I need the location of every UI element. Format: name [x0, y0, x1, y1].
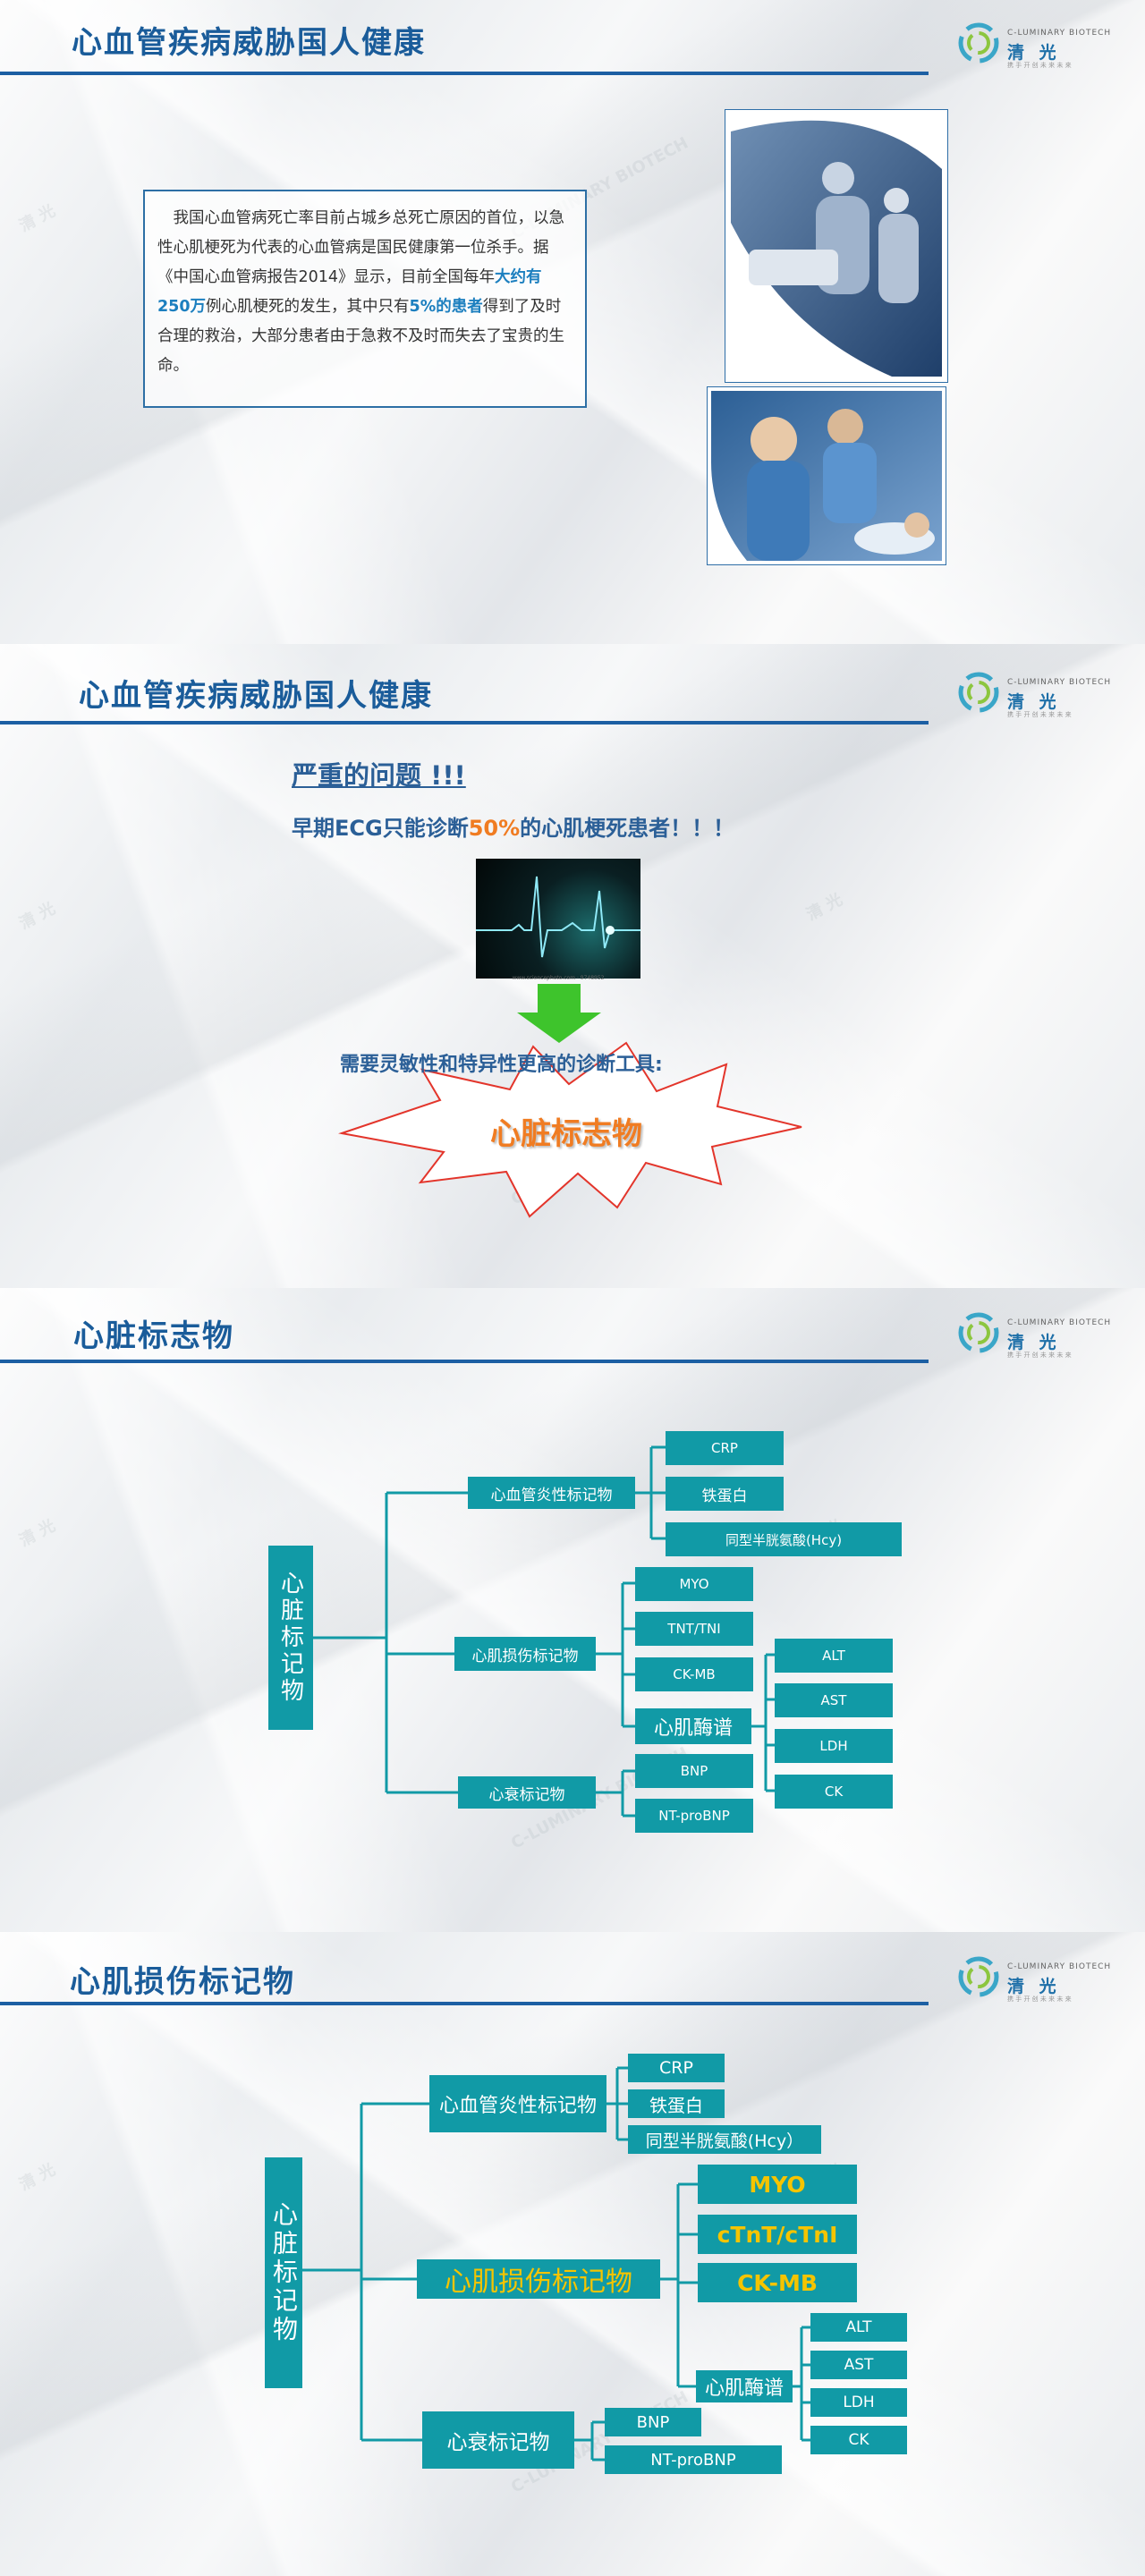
root-node: 心脏标记物: [265, 2157, 302, 2388]
logo-tagline: 携 手 开 创 未 来 未 来: [1007, 1352, 1072, 1359]
logo-brand: C-LUMINARY BIOTECH: [1007, 29, 1112, 38]
title-rule: [0, 1360, 929, 1363]
node-inflammatory: 心血管炎性标记物: [429, 2075, 606, 2132]
node-ntprobnp: NT-proBNP: [605, 2445, 782, 2474]
watermark: 清 光: [16, 201, 59, 236]
title-rule: [0, 721, 929, 724]
logo-tagline: 携 手 开 创 未 来 未 来: [1007, 1996, 1072, 2003]
slide-2: 清 光 清 光 C-LUMINARY BIOTECH 心血管疾病威胁国人健康 C…: [0, 644, 1145, 1288]
logo-cn: 清 光: [1007, 1977, 1061, 1996]
node-ckmb: CK-MB: [635, 1657, 753, 1691]
company-logo: C-LUMINARY BIOTECH 清 光 携 手 开 创 未 来 未 来: [957, 1311, 1136, 1365]
node-myo: MYO: [635, 1567, 753, 1601]
cardiac-marker-burst-label: 心脏标志物: [490, 1116, 642, 1152]
photo-doctor-patient: [707, 386, 946, 565]
logo-cn: 清 光: [1007, 1333, 1061, 1352]
logo-swirl-icon: [958, 22, 999, 64]
logo-cn: 清 光: [1007, 43, 1061, 63]
headline-serious-problem: 严重的问题 !!!: [292, 760, 466, 791]
starburst-shape: [338, 1041, 802, 1218]
page-title: 心肌损伤标记物: [70, 1964, 295, 2000]
highlight-250w: 大约有250万: [157, 268, 542, 316]
node-enzyme-profile: 心肌酶谱: [696, 2370, 793, 2402]
node-ferritin: 铁蛋白: [628, 2089, 725, 2118]
node-heart-failure: 心衰标记物: [422, 2411, 574, 2469]
slide-3: 清 光 清 光 C-LUMINARY BIOTECH 心脏标志物 C-LUMIN…: [0, 1288, 1145, 1932]
logo-swirl-icon: [958, 672, 999, 713]
node-myocardial-injury: 心肌损伤标记物: [454, 1637, 596, 1671]
node-hcy: 同型半胱氨酸(Hcy）: [628, 2125, 821, 2154]
ecg-statement-text: 早期ECG只能诊断: [292, 816, 469, 841]
node-crp: CRP: [666, 1431, 784, 1465]
highlight-5pct: 5%的患者: [409, 298, 483, 316]
need-tools-text: 需要灵敏性和特异性更高的诊断工具:: [340, 1054, 663, 1076]
tree-connectors: [313, 1445, 775, 1818]
node-ck: CK: [775, 1775, 893, 1809]
ecg-image: [476, 859, 640, 979]
tree-connectors: [302, 2066, 810, 2462]
node-ntprobnp: NT-proBNP: [635, 1799, 753, 1833]
logo-brand: C-LUMINARY BIOTECH: [1007, 1962, 1112, 1971]
slide-1: 清 光 C-LUMINARY BIOTECH 清 光 心血管疾病威胁国人健康 C…: [0, 0, 1145, 644]
intro-text: 得到了及时合理的救治，大部分患者由于急救不及时而失去了宝贵的生命。: [157, 298, 564, 375]
title-rule: [0, 2002, 929, 2005]
company-logo: C-LUMINARY BIOTECH 清 光 携 手 开 创 未 来 未 来: [957, 671, 1136, 724]
node-heart-failure: 心衰标记物: [458, 1776, 596, 1809]
node-ast: AST: [775, 1683, 893, 1717]
photo-surgery-team: [725, 109, 948, 383]
node-ast: AST: [810, 2351, 907, 2379]
company-logo: C-LUMINARY BIOTECH 清 光 携 手 开 创 未 来 未 来: [957, 1955, 1136, 2009]
node-crp: CRP: [628, 2054, 725, 2082]
logo-tagline: 携 手 开 创 未 来 未 来: [1007, 711, 1072, 718]
node-alt: ALT: [775, 1639, 893, 1673]
page-title: 心血管疾病威胁国人健康: [79, 678, 433, 714]
ecg-waveform-icon: [476, 876, 640, 958]
node-inflammatory: 心血管炎性标记物: [468, 1477, 635, 1509]
page-title: 心脏标志物: [73, 1318, 234, 1354]
root-label: 心脏标记物: [276, 1571, 304, 1705]
title-rule: [0, 72, 929, 75]
ecg-50-percent: 50%: [468, 816, 521, 841]
logo-brand: C-LUMINARY BIOTECH: [1007, 1318, 1112, 1327]
ecg-statement-text: 的心肌梗死患者！！！: [520, 816, 735, 841]
node-tnt: cTnT/cTnI: [698, 2215, 857, 2254]
down-arrow-icon: [517, 984, 601, 1043]
node-tnt: TNT/TNI: [635, 1612, 753, 1646]
node-bnp: BNP: [635, 1754, 753, 1788]
node-alt: ALT: [810, 2313, 907, 2342]
node-ckmb: CK-MB: [698, 2263, 857, 2302]
intro-text: 例心肌梗死的发生，其中只有: [206, 298, 410, 316]
logo-brand: C-LUMINARY BIOTECH: [1007, 678, 1112, 687]
intro-text: 我国心血管病死亡率目前占城乡总死亡原因的首位，以急性心肌梗死为代表的心血管病是国…: [157, 209, 564, 286]
node-hcy: 同型半胱氨酸(Hcy): [666, 1522, 902, 1556]
root-node: 心脏标记物: [268, 1546, 313, 1730]
logo-tagline: 携 手 开 创 未 来 未 来: [1007, 62, 1072, 69]
logo-swirl-icon: [958, 1312, 999, 1353]
slide2-graphics: [338, 984, 802, 1218]
logo-swirl-icon: [958, 1956, 999, 1997]
slide-4: 清 光 清 光 C-LUMINARY BIOTECH 心肌损伤标记物 C-LUM…: [0, 1932, 1145, 2576]
doctor-patient-image: [711, 391, 942, 561]
root-label: 心脏标记物: [269, 2201, 299, 2344]
node-ferritin: 铁蛋白: [666, 1477, 784, 1511]
logo-cn: 清 光: [1007, 692, 1061, 712]
intro-textbox: 我国心血管病死亡率目前占城乡总死亡原因的首位，以急性心肌梗死为代表的心血管病是国…: [143, 190, 587, 408]
page-title: 心血管疾病威胁国人健康: [72, 25, 426, 61]
node-ck: CK: [810, 2426, 907, 2454]
surgery-team-image: [731, 120, 942, 377]
node-myocardial-injury: 心肌损伤标记物: [417, 2259, 660, 2299]
node-enzyme-profile: 心肌酶谱: [635, 1708, 751, 1744]
node-ldh: LDH: [810, 2388, 907, 2417]
company-logo: C-LUMINARY BIOTECH 清 光 携 手 开 创 未 来 未 来: [957, 21, 1136, 75]
node-bnp: BNP: [605, 2408, 701, 2436]
ecg-caption: www.sciencephoto.com · 9748952: [512, 975, 605, 981]
node-myo: MYO: [698, 2165, 857, 2204]
node-ldh: LDH: [775, 1729, 893, 1763]
ecg-statement: 早期ECG只能诊断50%的心肌梗死患者！！！: [292, 810, 734, 842]
